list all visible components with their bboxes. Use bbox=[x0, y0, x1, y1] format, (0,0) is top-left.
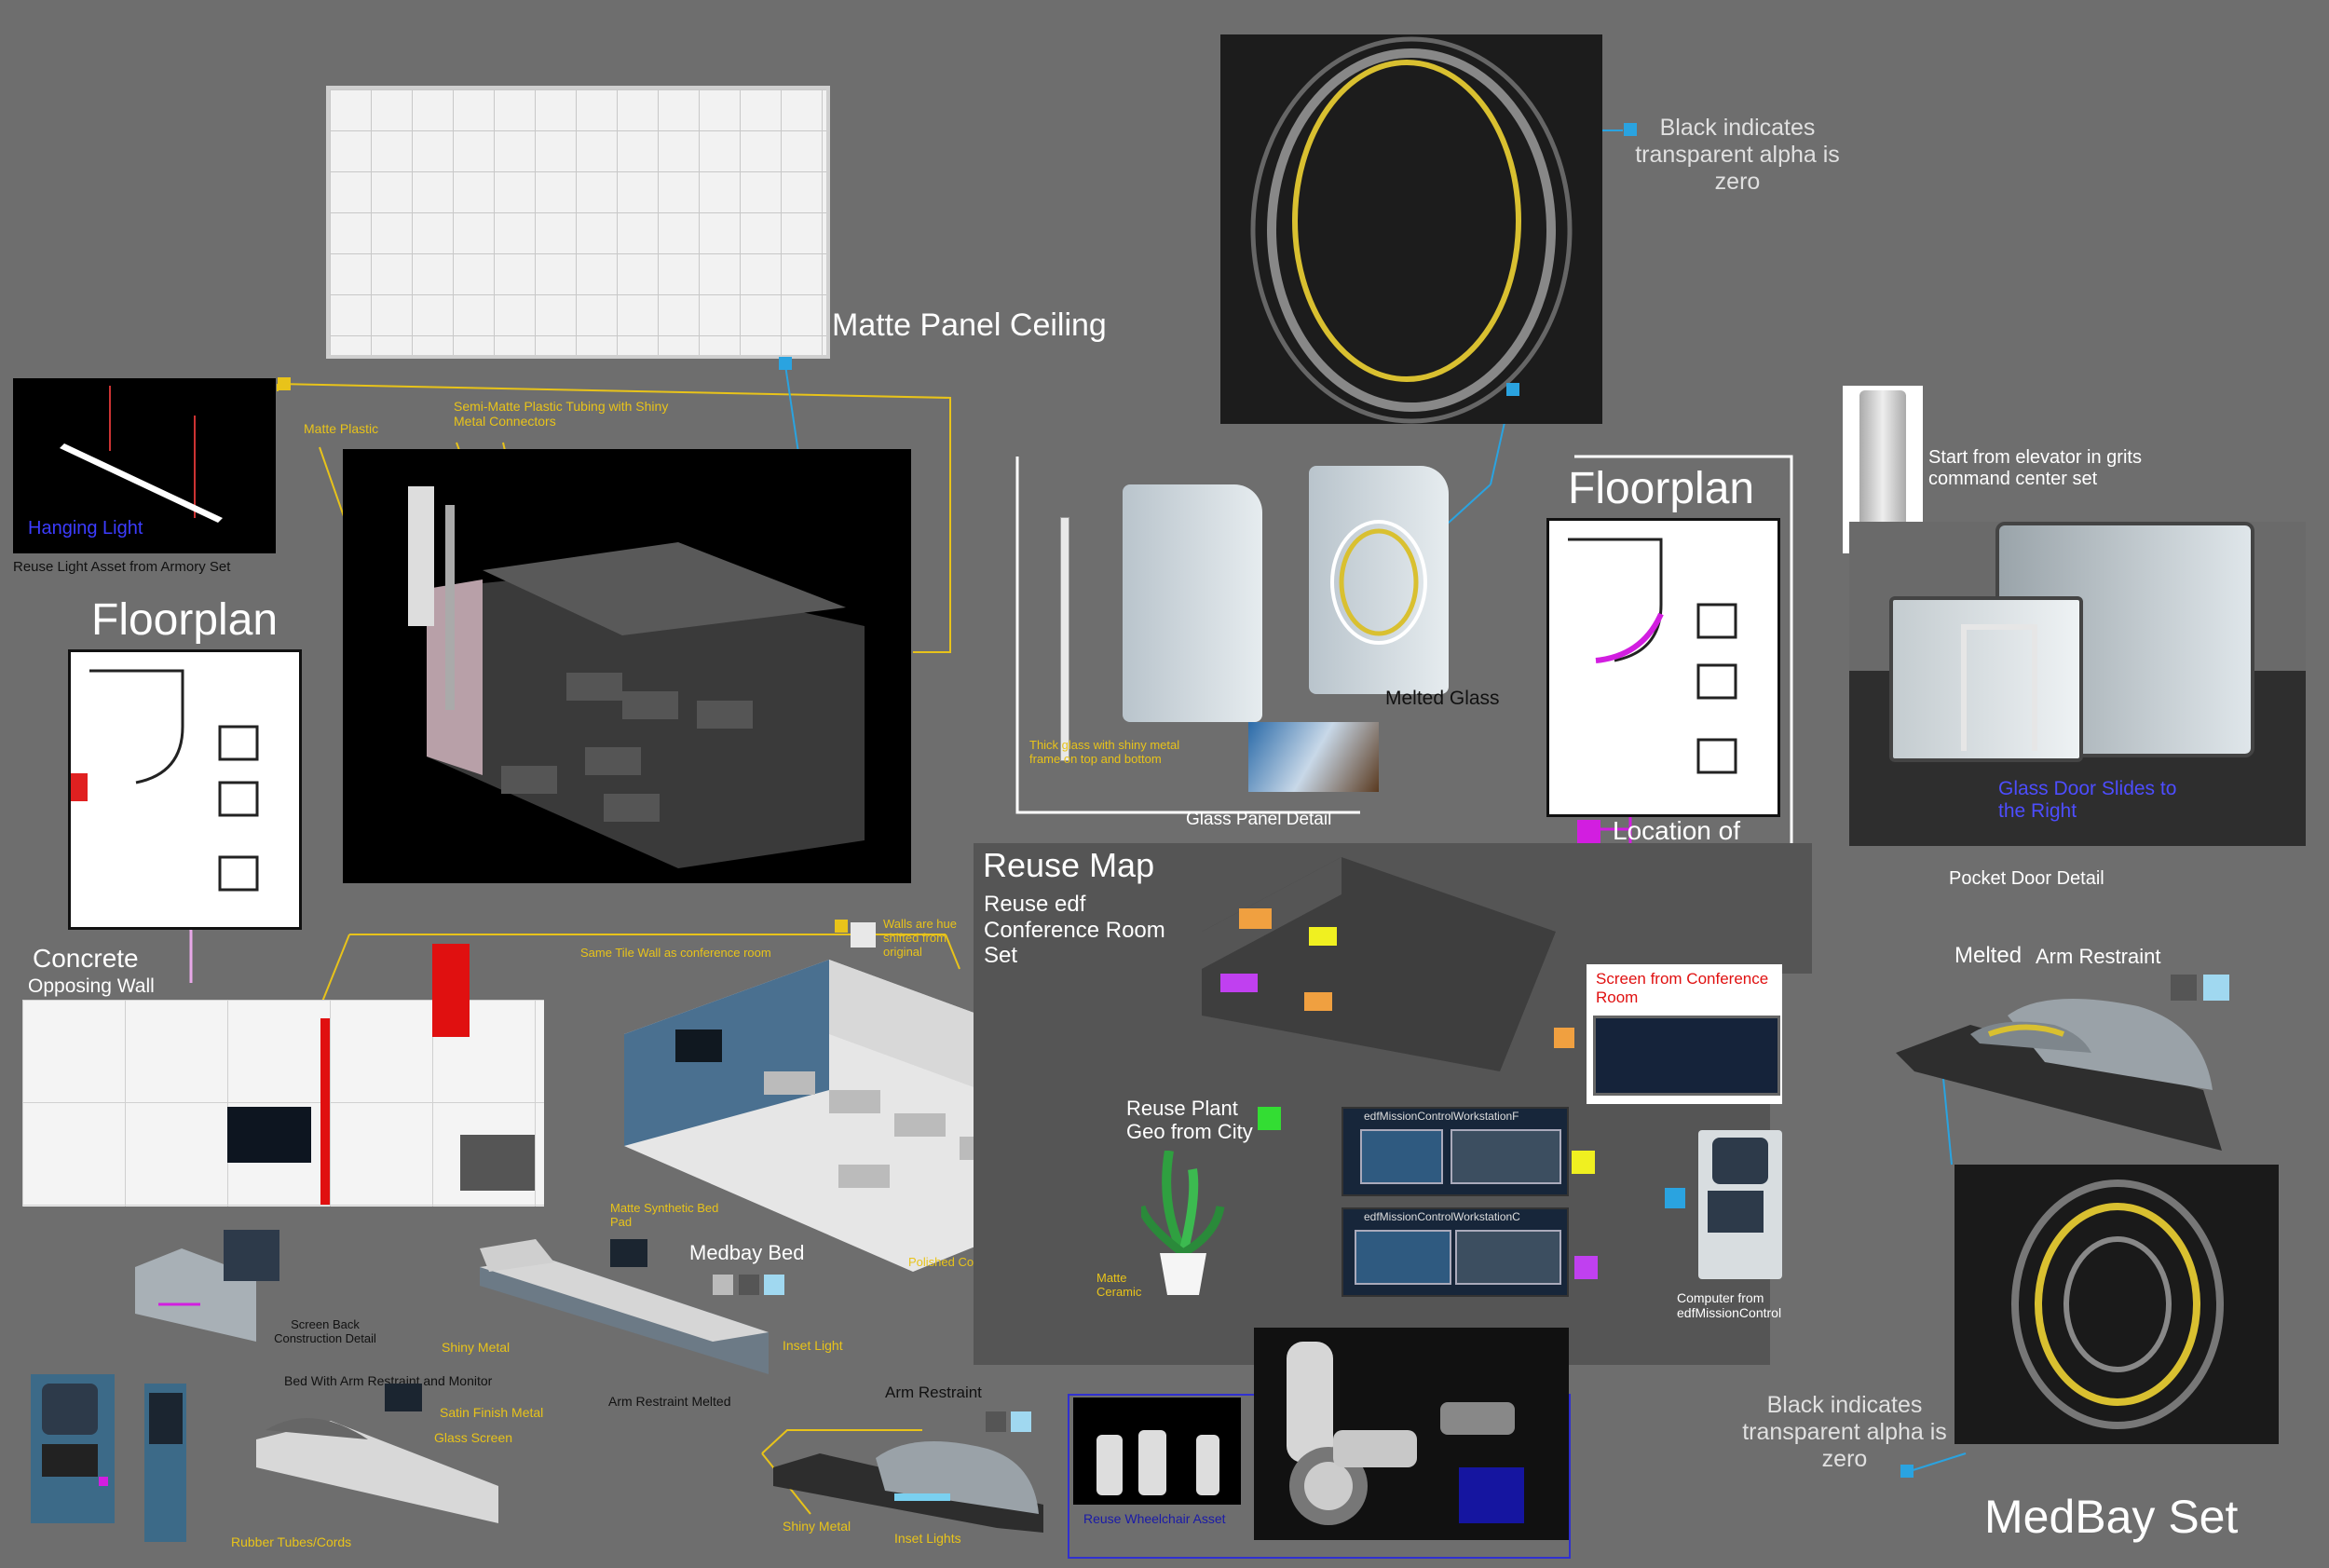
glass-screen-label: Glass Screen bbox=[434, 1430, 513, 1445]
screen-back-image bbox=[135, 1230, 312, 1356]
hanging-light-label: Hanging Light bbox=[28, 518, 143, 539]
swatch bbox=[739, 1275, 759, 1295]
arm-restraint-label-right: Arm Restraint bbox=[2036, 945, 2161, 968]
swatch bbox=[2171, 975, 2197, 1001]
pointer-square bbox=[1577, 820, 1600, 843]
reuse-map-title: Reuse Map bbox=[983, 846, 1155, 884]
reuse-edf-label: Reuse edf Conference Room Set bbox=[984, 892, 1165, 969]
walls-hue-label: Walls are hue shifted from original bbox=[883, 917, 957, 959]
screen-from-conference-label: Screen from Conference Room bbox=[1596, 970, 1769, 1006]
swatch bbox=[986, 1411, 1006, 1432]
matte-panel-ceiling-title: Matte Panel Ceiling bbox=[832, 307, 1107, 343]
pointer-square bbox=[1900, 1465, 1914, 1478]
concrete-label: Concrete bbox=[33, 944, 139, 973]
reuse-light-label: Reuse Light Asset from Armory Set bbox=[13, 559, 231, 575]
swatch bbox=[1258, 1107, 1281, 1130]
glass-panel-detail-label: Glass Panel Detail bbox=[1186, 810, 1332, 829]
inset-light-bed-label: Inset Light bbox=[783, 1338, 843, 1353]
bed-with-arm-label: Bed With Arm Restraint and Monitor bbox=[284, 1373, 493, 1388]
melted-glass-label: Melted Glass bbox=[1385, 688, 1500, 709]
swatch bbox=[1554, 1028, 1574, 1048]
main-room-render bbox=[343, 449, 911, 883]
medbay-set-title: MedBay Set bbox=[1984, 1491, 2239, 1543]
melted-label: Melted bbox=[1954, 943, 2023, 968]
floorplan-right-title: Floorplan bbox=[1568, 464, 1755, 513]
hanging-light-image: Hanging Light bbox=[13, 378, 276, 553]
swatch bbox=[764, 1275, 784, 1295]
concrete-wall-image bbox=[22, 944, 544, 1207]
inset-lights-arm-label: Inset Lights bbox=[894, 1531, 961, 1546]
wheelchair-render-image bbox=[1254, 1328, 1569, 1540]
opposing-wall-label: Opposing Wall bbox=[28, 975, 155, 997]
shiny-metal-arm-label: Shiny Metal bbox=[783, 1519, 851, 1534]
matte-ceramic-label: Matte Ceramic bbox=[1096, 1271, 1142, 1299]
melted-hole-top-image bbox=[1220, 34, 1602, 424]
melted-glass-panel-image bbox=[1309, 466, 1449, 694]
workstation-f-label: edfMissionControlWorkstationF bbox=[1364, 1110, 1519, 1123]
bed-with-arm-image bbox=[144, 1365, 508, 1542]
arm-restraint-image bbox=[773, 1421, 1048, 1537]
thick-glass-label: Thick glass with shiny metal frame on to… bbox=[1029, 738, 1180, 766]
same-tile-wall-label: Same Tile Wall as conference room bbox=[580, 946, 771, 960]
black-alpha-top-label: Black indicates transparent alpha is zer… bbox=[1635, 115, 1840, 195]
rubber-tubes-label: Rubber Tubes/Cords bbox=[231, 1534, 352, 1549]
swatch bbox=[2203, 975, 2229, 1001]
arm-restraint-label: Arm Restraint bbox=[885, 1384, 982, 1401]
matte-synthetic-label: Matte Synthetic Bed Pad bbox=[610, 1201, 719, 1229]
glass-panel-image bbox=[1123, 484, 1262, 722]
computer-image bbox=[1698, 1130, 1782, 1279]
reuse-room-render bbox=[1192, 848, 1565, 1081]
swatch bbox=[1572, 1151, 1595, 1174]
medbay-bed-image bbox=[470, 1230, 778, 1379]
floorplan-left-image bbox=[68, 649, 302, 930]
arm-restraint-melted-label: Arm Restraint Melted bbox=[608, 1394, 731, 1409]
matte-plastic-label: Matte Plastic bbox=[304, 421, 379, 436]
pocket-door-detail-label: Pocket Door Detail bbox=[1949, 868, 2104, 889]
glass-door-slides-label: Glass Door Slides to the Right bbox=[1998, 778, 2177, 823]
pointer-square bbox=[1665, 1188, 1685, 1208]
melted-hole-bottom-image bbox=[1954, 1165, 2279, 1444]
swatch bbox=[713, 1275, 733, 1295]
workstation-c-card: edfMissionControlWorkstationC bbox=[1342, 1207, 1569, 1297]
melted-arm-restraint-image bbox=[1896, 988, 2254, 1155]
melted-glass-photo bbox=[1248, 722, 1379, 792]
reuse-plant-label: Reuse Plant Geo from City bbox=[1126, 1097, 1253, 1144]
swatch bbox=[1011, 1411, 1031, 1432]
workstation-f-card: edfMissionControlWorkstationF bbox=[1342, 1107, 1569, 1196]
screen-from-conference-card: Screen from Conference Room bbox=[1587, 964, 1782, 1104]
black-alpha-bottom-label: Black indicates transparent alpha is zer… bbox=[1742, 1392, 1947, 1472]
screen-back-label: Screen Back Construction Detail bbox=[274, 1317, 376, 1345]
computer-from-label: Computer from edfMissionControl bbox=[1677, 1290, 1782, 1321]
pocket-door-image bbox=[1849, 522, 2306, 846]
pointer-square bbox=[278, 377, 291, 390]
shiny-metal-bed-label: Shiny Metal bbox=[442, 1340, 511, 1355]
reuse-wheelchair-label: Reuse Wheelchair Asset bbox=[1083, 1511, 1226, 1526]
start-elevator-label: Start from elevator in grits command cen… bbox=[1928, 447, 2142, 489]
swatch bbox=[1574, 1256, 1598, 1279]
pointer-square bbox=[1506, 383, 1519, 396]
plant-image bbox=[1141, 1151, 1225, 1300]
glass-edge-image bbox=[1060, 517, 1069, 761]
medbay-bed-label: Medbay Bed bbox=[689, 1241, 805, 1264]
tubing-label: Semi-Matte Plastic Tubing with Shiny Met… bbox=[454, 399, 669, 429]
workstation-c-label: edfMissionControlWorkstationC bbox=[1364, 1210, 1520, 1223]
swatch bbox=[851, 922, 876, 948]
floorplan-left-title: Floorplan bbox=[91, 595, 279, 645]
matte-panel-ceiling-image bbox=[326, 86, 830, 359]
monitor-stand-image bbox=[31, 1374, 115, 1523]
pointer-square bbox=[779, 357, 792, 370]
satin-finish-label: Satin Finish Metal bbox=[440, 1405, 544, 1420]
floorplan-right-image bbox=[1546, 518, 1780, 817]
wheelchair-thumb-image bbox=[1073, 1398, 1241, 1505]
pointer-square bbox=[1624, 123, 1637, 136]
pointer-square bbox=[835, 920, 848, 933]
